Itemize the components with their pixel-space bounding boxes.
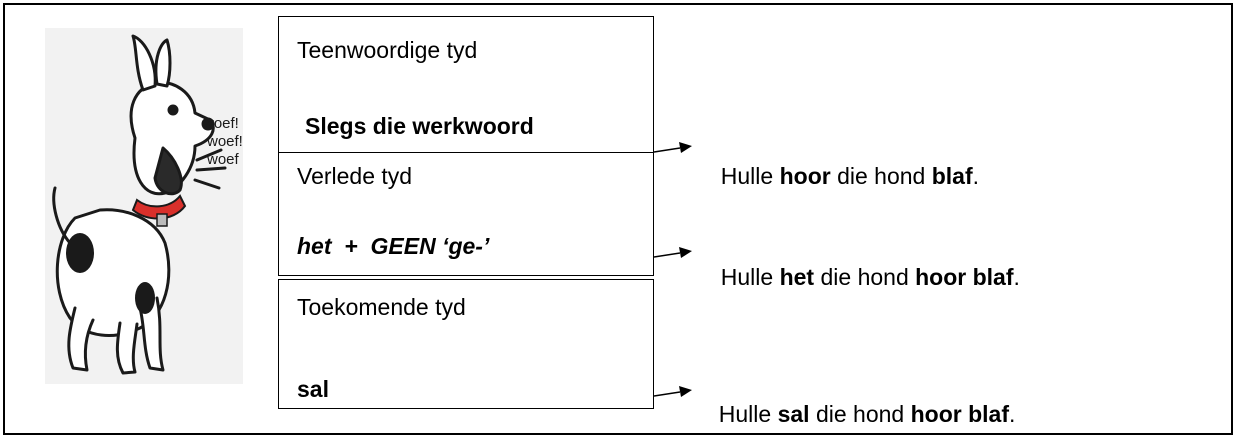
example-segment-bold: blaf [931,163,973,189]
example-segment: die hond [814,264,916,290]
example-segment: . [1009,401,1016,427]
example-segment-bold: sal [777,401,810,427]
example-segment: Hulle [720,163,780,189]
example-segment: die hond [809,401,911,427]
example-segment: Hulle [720,264,780,290]
present-tense-example: Hulle hoor die hond blaf. [708,136,979,190]
future-tense-box: Toekomende tyd sal [278,279,654,409]
future-tense-example: Hulle sal die hond hoor blaf. [706,374,1016,428]
example-segment: die hond [830,163,932,189]
arrow-icon [654,386,692,397]
example-segment-bold: het [779,264,815,290]
present-tense-heading: Teenwoordige tyd [297,37,478,63]
example-segment-bold: hoor blaf [915,264,1014,290]
past-tense-box: Verlede tyd het + GEEN ‘ge-’ [278,152,654,276]
example-segment: . [1013,264,1020,290]
woof-text-2: woef! [206,133,243,150]
arrow-icon [654,247,692,258]
barking-dog-illustration: woef! woef! woef [45,28,243,384]
example-segment-bold: hoor [779,163,831,189]
future-tense-heading: Toekomende tyd [297,294,466,320]
woof-text-1: woef! [202,115,239,132]
future-tense-rule: sal [297,376,329,402]
arrow-icon [654,142,692,153]
present-tense-rule: Slegs die werkwoord [305,113,534,139]
worksheet-frame [3,3,1233,435]
example-segment: . [972,163,980,189]
woof-text-3: woef [206,151,240,168]
past-tense-example: Hulle het die hond hoor blaf. [708,237,1020,291]
example-segment-bold: hoor blaf [910,401,1009,427]
example-segment: Hulle [718,401,778,427]
present-tense-box: Teenwoordige tyd Slegs die werkwoord [278,16,654,160]
past-tense-heading: Verlede tyd [297,163,413,189]
past-tense-rule: het + GEEN ‘ge-’ [297,233,490,259]
